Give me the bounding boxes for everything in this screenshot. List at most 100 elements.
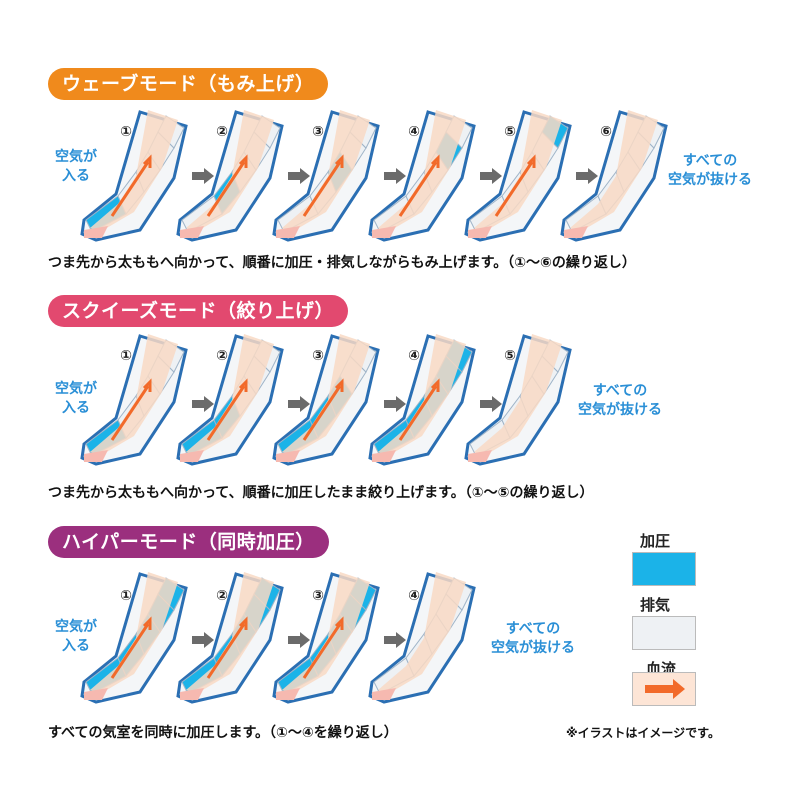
leg-cuff-illustration xyxy=(176,572,284,704)
leg xyxy=(282,110,370,232)
section-squeeze: スクイーズモード（絞り上げ） 空気が 入る すべての 空気が抜ける つま先から太… xyxy=(48,295,662,501)
section-hyper: ハイパーモード（同時加圧） 空気が 入る すべての 空気が抜ける すべての気室を… xyxy=(48,526,575,741)
step-number: ① xyxy=(120,348,132,364)
step-illustration xyxy=(78,332,188,472)
step-number: ④ xyxy=(408,588,420,604)
step-illustration xyxy=(174,108,284,248)
leg xyxy=(282,572,370,694)
step-arrow-icon xyxy=(480,396,502,412)
section-wave: ウェーブモード（もみ上げ） 空気が 入る すべての 空気が抜ける つま先から太も… xyxy=(0,0,800,275)
blood-flow-icon xyxy=(302,378,344,441)
legend-press-swatch xyxy=(632,552,696,586)
step-number: ④ xyxy=(408,124,420,140)
leg xyxy=(570,110,658,232)
leg-cuff-illustration xyxy=(560,110,668,242)
blood-flow-icon xyxy=(302,154,344,217)
step-number: ③ xyxy=(312,124,324,140)
step-number: ⑥ xyxy=(600,124,612,140)
legend-exhaust-label: 排気 xyxy=(640,596,671,614)
step-illustration xyxy=(78,108,188,248)
step-number: ④ xyxy=(408,348,420,364)
leg-cuff-illustration xyxy=(464,334,572,466)
leg-cuff-illustration xyxy=(272,572,380,704)
leg xyxy=(378,110,466,232)
leg-cuff-illustration xyxy=(368,334,476,466)
blood-flow-icon xyxy=(398,154,440,217)
step-illustration xyxy=(366,332,476,472)
step-arrow-icon xyxy=(384,632,406,648)
blood-flow-icon xyxy=(206,378,248,441)
step-arrow-icon xyxy=(288,396,310,412)
blood-flow-icon xyxy=(302,616,344,679)
step-arrow-icon xyxy=(384,168,406,184)
blood-flow-icon xyxy=(398,378,440,441)
leg-cuff-illustration xyxy=(80,334,188,466)
step-illustration xyxy=(78,570,188,710)
step-number: ① xyxy=(120,588,132,604)
leg xyxy=(90,334,178,456)
leg-cuff-illustration xyxy=(368,572,476,704)
step-arrow-icon xyxy=(576,168,598,184)
blood-flow-arrow-icon xyxy=(645,679,685,699)
step-arrow-icon xyxy=(384,396,406,412)
leg-cuff-illustration xyxy=(272,110,380,242)
leg xyxy=(474,110,562,232)
leg xyxy=(186,572,274,694)
leg xyxy=(282,334,370,456)
step-number: ① xyxy=(120,124,132,140)
step-number: ③ xyxy=(312,588,324,604)
blood-flow-icon xyxy=(110,378,152,441)
leg-cuff-illustration xyxy=(80,110,188,242)
blood-flow-icon xyxy=(206,616,248,679)
blood-flow-icon xyxy=(494,154,536,217)
air-out-label: すべての 空気が抜ける xyxy=(668,153,752,188)
step-number: ⑤ xyxy=(504,348,516,364)
step-illustration xyxy=(366,570,476,710)
step-illustration xyxy=(462,332,572,472)
step-illustration xyxy=(270,332,380,472)
air-out-label: すべての 空気が抜ける xyxy=(578,383,662,418)
mode-caption: つま先から太ももへ向かって、順番に加圧・排気しながらもみ上げます。（①〜⑥の繰り… xyxy=(48,255,636,271)
mode-title-wave: ウェーブモード（もみ上げ） xyxy=(48,68,329,100)
step-arrow-icon xyxy=(288,632,310,648)
leg xyxy=(186,110,274,232)
step-number: ② xyxy=(216,588,228,604)
mode-caption: つま先から太ももへ向かって、順番に加圧したまま絞り上げます。（①〜⑤の繰り返し） xyxy=(48,485,594,501)
step-arrow-icon xyxy=(480,168,502,184)
step-illustration xyxy=(174,570,284,710)
step-arrow-icon xyxy=(192,632,214,648)
step-illustration xyxy=(462,108,572,248)
leg-cuff-illustration xyxy=(272,334,380,466)
step-arrow-icon xyxy=(192,396,214,412)
leg-cuff-illustration xyxy=(464,110,572,242)
step-illustration xyxy=(270,108,380,248)
legend-exhaust-swatch xyxy=(632,616,696,650)
step-number: ③ xyxy=(312,348,324,364)
air-in-label: 空気が 入る xyxy=(55,619,97,654)
air-out-label: すべての 空気が抜ける xyxy=(491,621,575,656)
leg-cuff-illustration xyxy=(368,110,476,242)
leg xyxy=(378,572,466,694)
step-number: ② xyxy=(216,124,228,140)
legend-blood-swatch xyxy=(632,672,696,706)
legend-press-label: 加圧 xyxy=(640,532,671,550)
step-arrow-icon xyxy=(288,168,310,184)
step-number: ② xyxy=(216,348,228,364)
step-illustration xyxy=(174,332,284,472)
mode-caption: すべての気室を同時に加圧します。（①〜④を繰り返し） xyxy=(48,725,398,741)
leg xyxy=(378,334,466,456)
mode-title-squeeze: スクイーズモード（絞り上げ） xyxy=(48,295,349,327)
step-illustration xyxy=(270,570,380,710)
step-arrow-icon xyxy=(192,168,214,184)
blood-flow-icon xyxy=(110,616,152,679)
step-illustration xyxy=(558,108,668,248)
leg-cuff-illustration xyxy=(176,334,284,466)
leg-cuff-illustration xyxy=(176,110,284,242)
leg xyxy=(90,572,178,694)
leg-cuff-illustration xyxy=(80,572,188,704)
blood-flow-icon xyxy=(110,154,152,217)
leg xyxy=(186,334,274,456)
blood-flow-icon xyxy=(206,154,248,217)
step-illustration xyxy=(366,108,476,248)
air-in-label: 空気が 入る xyxy=(55,381,97,416)
